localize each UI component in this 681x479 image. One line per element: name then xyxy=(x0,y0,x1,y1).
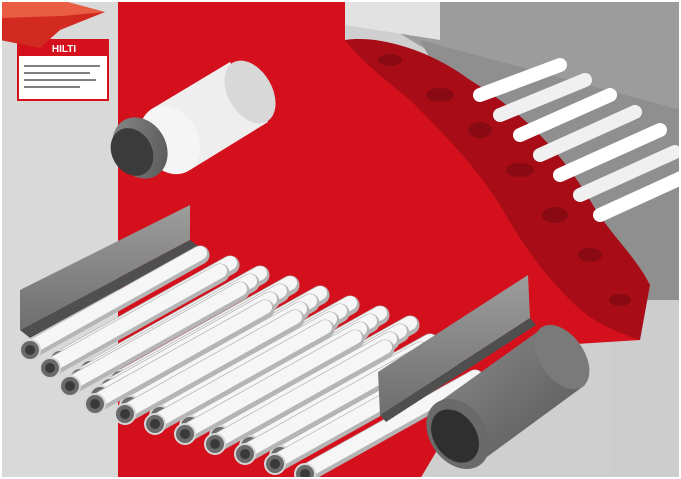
pipe-bore xyxy=(210,439,220,449)
pipe-bore xyxy=(240,449,250,459)
sign-brand: HILTI xyxy=(52,44,76,55)
pipe-bore xyxy=(90,399,100,409)
pipe-bore xyxy=(150,419,160,429)
pipe-bore xyxy=(45,363,55,373)
pipe-bore xyxy=(270,459,280,469)
pipe-bore xyxy=(25,345,35,355)
pipe-bore xyxy=(180,429,190,439)
warning-sign: HILTI xyxy=(18,40,108,100)
pipe-bore xyxy=(65,381,75,391)
pipe-bore xyxy=(120,409,130,419)
